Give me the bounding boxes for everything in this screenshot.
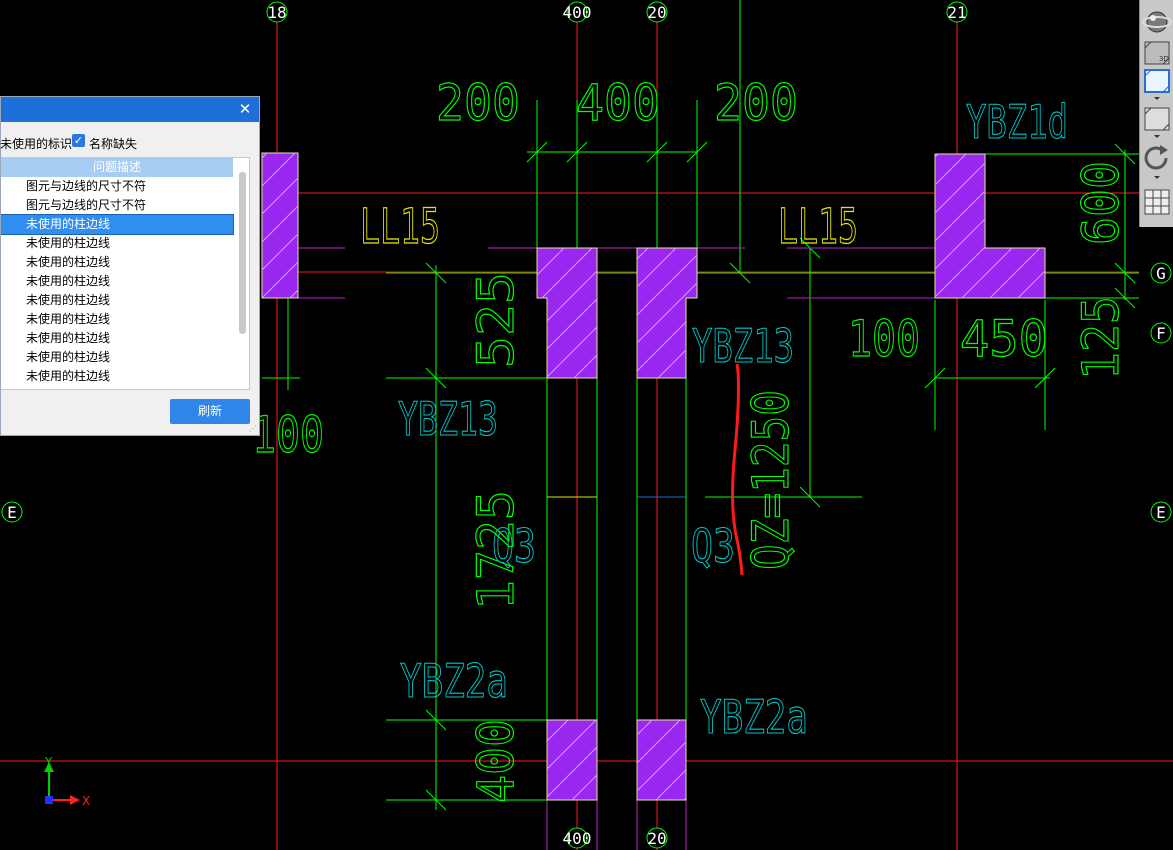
beam-edge-lines <box>298 247 935 850</box>
filter-unused-label[interactable]: 未使用的标识 <box>0 137 73 151</box>
column-label: YBZ13 <box>692 319 794 373</box>
3d-cube-icon[interactable]: 3D <box>1144 41 1170 65</box>
front-view-icon[interactable] <box>1144 69 1170 100</box>
dimension-text: 400 <box>467 719 525 803</box>
grid-bubble-label: 400 <box>563 3 592 22</box>
issue-list-item[interactable]: 未使用的柱边线 <box>26 274 111 288</box>
rotate-icon[interactable] <box>1144 145 1168 179</box>
dimension-text: 100 <box>252 406 324 464</box>
grid-bubble-label: 18 <box>267 3 286 22</box>
cube-label: 3D <box>1159 55 1169 63</box>
issue-list-item[interactable]: 未使用的柱边线 <box>26 350 111 364</box>
axis-y-label: Y <box>44 755 53 769</box>
issue-list-item[interactable]: 图元与边线的尺寸不符 <box>26 179 147 193</box>
column-label: YBZ2a <box>400 654 508 708</box>
dimension-text: 525 <box>467 272 525 368</box>
issue-list-item[interactable]: 未使用的柱边线 <box>26 293 111 307</box>
dimension-text: 400 <box>576 74 660 132</box>
filter-missing-checkbox[interactable]: ✓ <box>72 134 85 147</box>
dialog-titlebar[interactable]: ✕ <box>1 97 259 122</box>
issue-list-item[interactable]: 未使用的柱边线 <box>1 214 234 235</box>
box-view-icon[interactable] <box>1144 107 1170 138</box>
issue-list: 问题描述 图元与边线的尺寸不符图元与边线的尺寸不符未使用的柱边线未使用的柱边线未… <box>1 157 250 390</box>
axis-x-label: X <box>82 794 90 808</box>
dimension-text: 200 <box>436 74 520 132</box>
column-label: YBZ1d <box>966 95 1068 149</box>
grid-bubble-label: 20 <box>647 829 666 848</box>
column-label: YBZ13 <box>398 392 498 446</box>
issue-list-item[interactable]: 图元与边线的尺寸不符 <box>26 198 147 212</box>
view-toolbar: 3D <box>1139 0 1173 227</box>
qz-dimension-text: QZ=1250 <box>742 390 800 570</box>
issue-check-dialog: ✕ 未使用的标识 ✓ 名称缺失 问题描述 图元与边线的尺寸不符图元与边线的尺寸不… <box>0 96 260 436</box>
grid-bubble-label: 400 <box>563 829 592 848</box>
layer-grid-icon[interactable] <box>1144 189 1170 215</box>
issue-rows: 图元与边线的尺寸不符图元与边线的尺寸不符未使用的柱边线未使用的柱边线未使用的柱边… <box>1 177 249 386</box>
beam-label: LL15 <box>360 199 440 255</box>
issue-list-item[interactable]: 未使用的柱边线 <box>26 331 111 345</box>
refresh-button[interactable]: 刷新 <box>170 399 250 424</box>
grid-bubble-label: E <box>1156 503 1166 522</box>
dimension-text: 1725 <box>467 490 525 610</box>
grid-bubble-label: 20 <box>647 3 666 22</box>
grid-bubble-label: F <box>1156 324 1166 343</box>
grid-bubble-label: E <box>7 503 17 522</box>
filter-missing-label[interactable]: 名称缺失 <box>89 137 138 151</box>
grid-bubble-label: G <box>1156 264 1166 283</box>
dimension-text: 600 <box>1072 161 1130 245</box>
column-shapes[interactable] <box>261 152 1046 801</box>
red-markup-stroke <box>731 363 744 576</box>
ucs-axis-icon: Y X <box>44 755 90 808</box>
column-label: YBZ2a <box>700 690 808 744</box>
issue-list-item[interactable]: 未使用的柱边线 <box>26 236 111 250</box>
filter-bar: 未使用的标识 ✓ 名称缺失 <box>0 133 259 151</box>
resize-grip-icon[interactable]: ⋰ <box>249 424 257 433</box>
grid-bubble-label: 21 <box>947 3 966 22</box>
wall-label: Q3 <box>691 519 735 573</box>
beam-label: LL15 <box>778 199 858 255</box>
dimension-text: 450 <box>960 310 1048 368</box>
list-header: 问题描述 <box>1 158 233 177</box>
wall-label: Q3 <box>492 519 536 573</box>
dimension-text: 100 <box>848 310 920 368</box>
issue-list-item[interactable]: 未使用的柱边线 <box>26 369 111 383</box>
close-icon[interactable]: ✕ <box>238 100 252 118</box>
issue-list-item[interactable]: 未使用的柱边线 <box>26 255 111 269</box>
sphere-view-icon[interactable] <box>1142 11 1172 33</box>
issue-list-item[interactable]: 未使用的柱边线 <box>26 312 111 326</box>
dimension-text: 200 <box>714 74 798 132</box>
list-scrollbar[interactable] <box>239 172 246 334</box>
dimension-text: 125 <box>1072 296 1130 380</box>
